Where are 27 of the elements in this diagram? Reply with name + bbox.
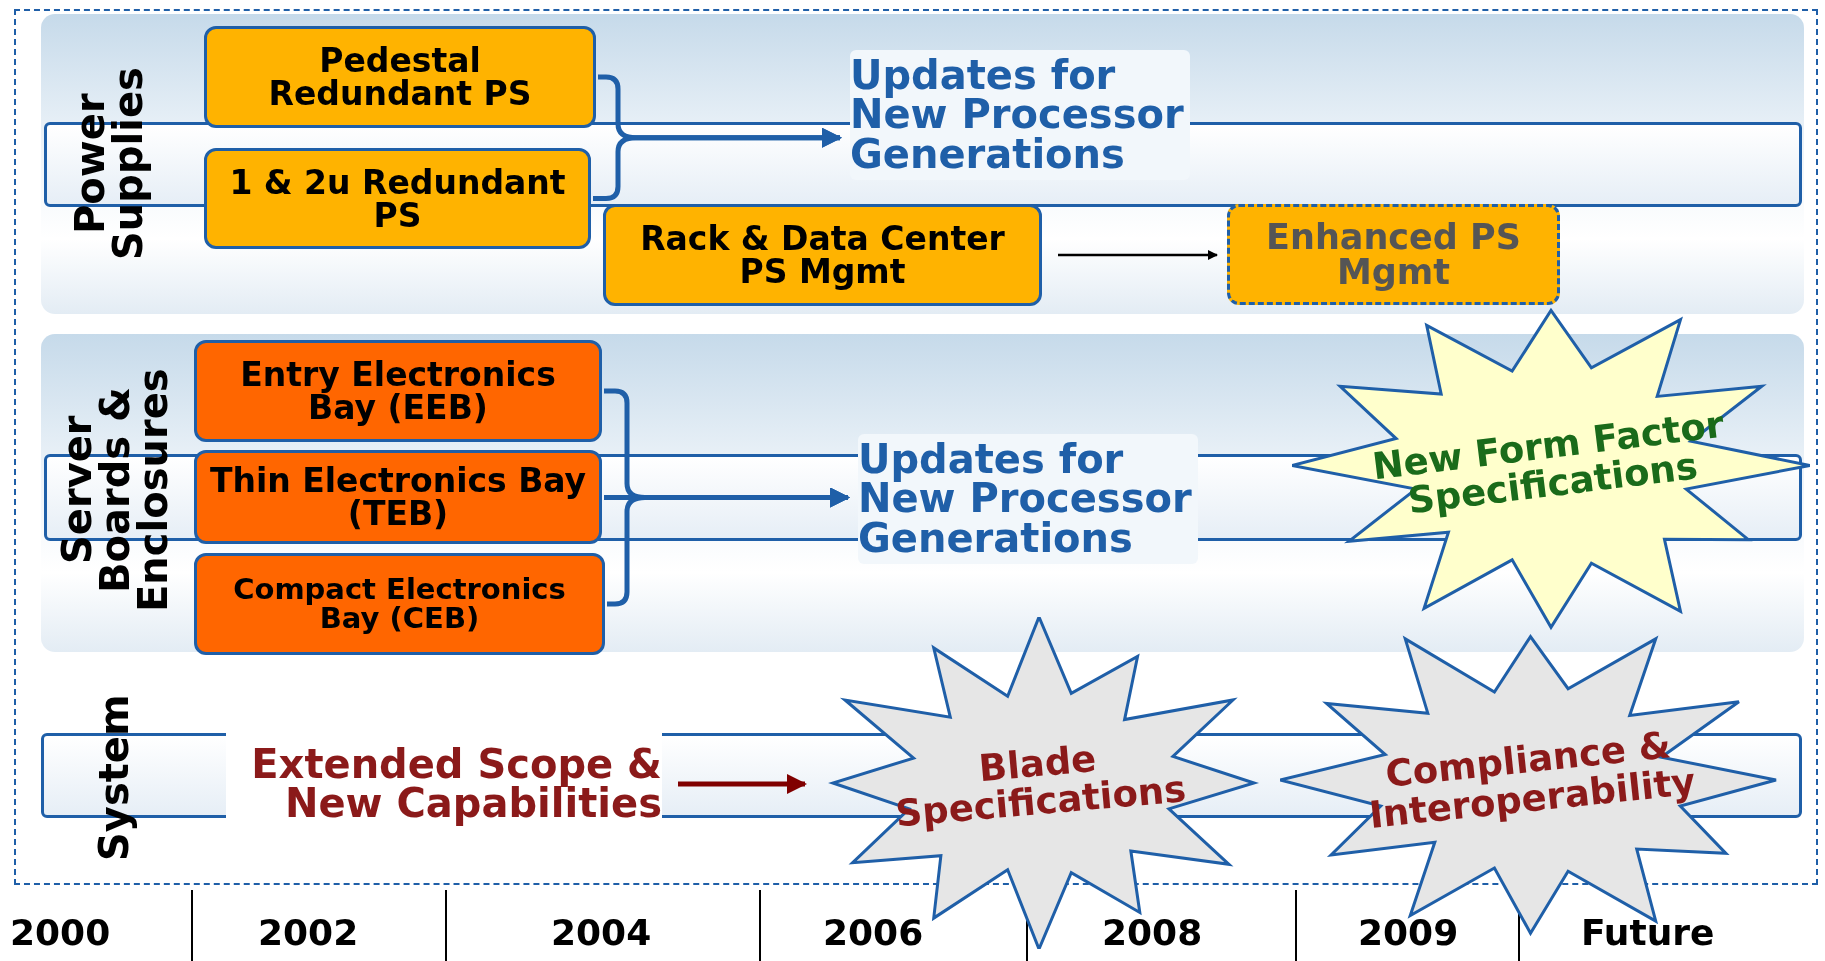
year-label: Future (1581, 912, 1715, 953)
brace-arrow (593, 127, 842, 201)
process-box: Thin Electronics Bay (TEB) (194, 450, 602, 544)
arrow (678, 774, 807, 794)
row-heading: System (91, 693, 137, 864)
process-box: Entry Electronics Bay (EEB) (194, 340, 602, 442)
starburst-text: New Form Factor Specifications (1369, 401, 1728, 525)
process-box: Rack & Data Center PS Mgmt (603, 204, 1042, 306)
row-heading: Server Boards & Enclosures (52, 367, 177, 614)
arrow (1058, 250, 1218, 260)
milestone-text: Updates for New Processor Generations (858, 434, 1198, 564)
starburst-text: Compliance & Interoperability (1366, 722, 1699, 839)
process-box: Compact Electronics Bay (CEB) (194, 553, 605, 655)
brace-arrow (607, 487, 850, 607)
starburst-text: Blade Specifications (892, 735, 1189, 838)
year-label: 2009 (1358, 912, 1459, 953)
year-label: 2002 (258, 912, 359, 953)
process-box: 1 & 2u Redundant PS (204, 148, 591, 249)
milestone-text: Updates for New Processor Generations (850, 50, 1190, 180)
process-box: Pedestal Redundant PS (204, 26, 596, 128)
year-label: 2004 (551, 912, 652, 953)
process-box: Enhanced PS Mgmt (1227, 204, 1560, 305)
year-label: 2000 (10, 912, 111, 953)
year-label: 2006 (823, 912, 924, 953)
row-heading: Power Supplies (65, 66, 152, 263)
year-label: 2008 (1102, 912, 1203, 953)
row-panel (41, 14, 1804, 314)
